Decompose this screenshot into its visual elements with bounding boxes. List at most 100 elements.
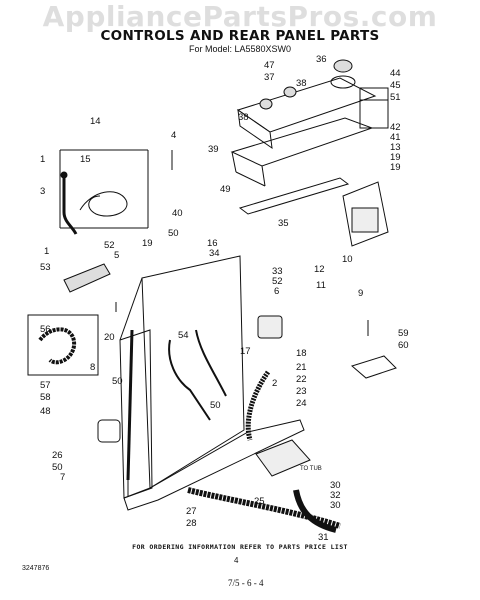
rear-drain-hose [293, 489, 337, 533]
callout-14: 14 [90, 116, 101, 127]
callout-15: 15 [80, 154, 91, 165]
callout-9: 9 [358, 288, 363, 299]
callout-16: 16 [207, 238, 218, 249]
callout-24: 24 [296, 398, 307, 409]
knob-1 [259, 98, 273, 110]
rear-panel [141, 255, 245, 489]
callout-42: 42 [390, 122, 401, 133]
callout-8: 8 [90, 362, 95, 373]
hose-clamp-26 [97, 419, 121, 443]
callout-52b: 52 [272, 276, 283, 287]
water-level-switch-box [342, 181, 389, 247]
callout-50d: 50 [52, 462, 63, 473]
drain-hose [38, 327, 77, 365]
callout-1b: 1 [44, 246, 49, 257]
callout-52a: 52 [104, 240, 115, 251]
callout-58: 58 [40, 392, 51, 403]
callout-38b: 38 [238, 112, 249, 123]
inlet-hose [62, 176, 78, 235]
control-console-front [237, 108, 273, 150]
callout-37: 37 [264, 72, 275, 83]
power-cord [79, 191, 128, 217]
mounting-bracket [350, 355, 397, 379]
ordering-info-note: FOR ORDERING INFORMATION REFER TO PARTS … [132, 543, 348, 551]
console-trim-strip [238, 177, 350, 215]
timer-assembly [359, 87, 389, 129]
callout-11: 11 [316, 280, 326, 291]
callout-35: 35 [278, 218, 289, 229]
callout-1a: 1 [40, 154, 45, 165]
callout-17: 17 [240, 346, 251, 357]
callout-49: 49 [220, 184, 231, 195]
callout-32: 32 [330, 490, 341, 501]
callout-25: 25 [254, 496, 265, 507]
callout-28: 28 [186, 518, 197, 529]
callout-27: 27 [186, 506, 197, 517]
callout-53: 53 [40, 262, 51, 273]
drain-hose-group-frame [27, 314, 99, 376]
callout-40: 40 [172, 208, 183, 219]
callout-10: 10 [342, 254, 353, 265]
callout-31: 31 [318, 532, 329, 543]
diagram-title: CONTROLS AND REAR PANEL PARTS [100, 28, 380, 44]
callout-30a: 30 [330, 480, 341, 491]
timer-knob [333, 59, 353, 73]
callout-50a: 50 [168, 228, 179, 239]
callout-3: 3 [40, 186, 45, 197]
pump-bracket [255, 439, 311, 477]
callout-36: 36 [316, 54, 327, 65]
callout-19b: 19 [142, 238, 153, 249]
callout-4a: 4 [171, 130, 176, 141]
watermark-text: AppliancePartsPros.com [42, 0, 438, 33]
callout-6: 6 [274, 286, 279, 297]
callout-50c: 50 [210, 400, 221, 411]
inlet-hose-group-frame [59, 149, 149, 229]
callout-47: 47 [264, 60, 275, 71]
callout-19c: 19 [390, 162, 401, 173]
model-subtitle: For Model: LA5580XSW0 [188, 44, 292, 54]
cabinet-base [123, 419, 305, 511]
switch-body [351, 207, 379, 233]
callout-57: 57 [40, 380, 51, 391]
hose-bracket-53 [63, 263, 111, 293]
callout-56: 56 [40, 324, 51, 335]
callout-39: 39 [208, 144, 219, 155]
to-tub-annotation: TO TUB [300, 466, 322, 472]
callout-59: 59 [398, 328, 409, 339]
callout-41: 41 [390, 132, 401, 143]
callout-54: 54 [178, 330, 189, 341]
knob-2 [283, 86, 297, 98]
callout-2: 2 [272, 378, 277, 389]
callout-50b: 50 [112, 376, 123, 387]
callout-33: 33 [272, 266, 283, 277]
pump-hose [245, 370, 271, 441]
cabinet-frame-left [119, 329, 153, 499]
print-code: 7/5 - 6 - 4 [228, 578, 264, 588]
timer-dial-skirt [330, 75, 356, 89]
callout-23: 23 [296, 386, 307, 397]
callout-44: 44 [390, 68, 401, 79]
callout-48: 48 [40, 406, 51, 417]
callout-21: 21 [296, 362, 307, 373]
callout-19a: 19 [390, 152, 401, 163]
callout-51: 51 [390, 92, 401, 103]
page-number: 4 [234, 556, 239, 565]
callout-26: 26 [52, 450, 63, 461]
callout-20: 20 [104, 332, 115, 343]
callout-60: 60 [398, 340, 409, 351]
document-number: 3247876 [22, 565, 50, 572]
callout-7: 7 [60, 472, 65, 483]
bottom-drain-hose [187, 487, 341, 529]
callout-13: 13 [390, 142, 401, 153]
callout-18: 18 [296, 348, 307, 359]
water-valve [257, 315, 283, 339]
callout-12: 12 [314, 264, 325, 275]
callout-5: 5 [114, 250, 119, 261]
callout-45: 45 [390, 80, 401, 91]
callout-22: 22 [296, 374, 307, 385]
console-rear-panel [230, 117, 374, 167]
callout-38a: 38 [296, 78, 307, 89]
inner-hose-b [195, 329, 227, 397]
